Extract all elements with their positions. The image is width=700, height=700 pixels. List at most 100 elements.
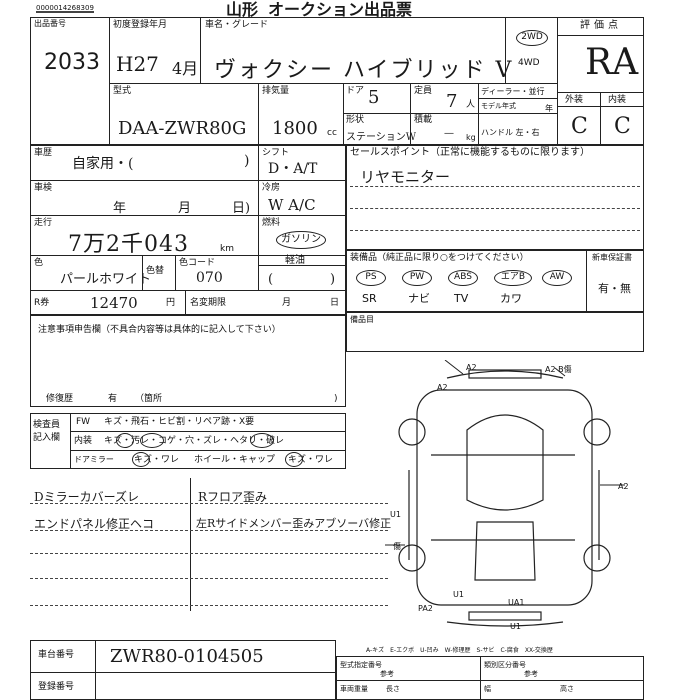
usage-label: 車歴 bbox=[34, 148, 53, 158]
diagram-mark-rear-pa2: PA2 bbox=[418, 604, 433, 613]
car-diagram bbox=[385, 360, 625, 627]
equipment-option-1: PS bbox=[356, 270, 386, 286]
first-reg-year: H27 bbox=[116, 52, 159, 76]
doors-value: 5 bbox=[368, 87, 380, 108]
diagram-mark-rear-ua1: UA1 bbox=[508, 598, 525, 607]
equipment-option-2: PW bbox=[402, 270, 432, 286]
mileage-unit: km bbox=[220, 244, 234, 254]
check-wheel-circle bbox=[285, 452, 303, 467]
sales-point-value: リヤモニター bbox=[360, 168, 451, 186]
spec-width: 幅 bbox=[484, 685, 491, 693]
equipment-option-row2-3: TV bbox=[454, 292, 469, 305]
spec-class-ref: 参考 bbox=[524, 670, 538, 678]
warranty-value: 有・無 bbox=[598, 282, 631, 295]
inspection-month: 月 bbox=[178, 201, 192, 216]
diagram-mark-rear-u1: U1 bbox=[510, 622, 521, 631]
displacement-unit: cc bbox=[327, 128, 337, 138]
check-interior-shift-circle bbox=[250, 433, 274, 448]
car-name: ヴォクシー ハイブリッド V bbox=[214, 58, 514, 83]
notes-label: 注意事項申告欄（不具合内容等は具体的に記入して下さい） bbox=[38, 325, 281, 335]
shape-label: 形状 bbox=[346, 115, 365, 125]
checklist-label-1: 検査員 bbox=[33, 420, 61, 430]
fuel-paren-close: ) bbox=[330, 272, 336, 287]
repair-label: 修復歴 bbox=[46, 394, 74, 404]
check-interior-key: 内装 bbox=[74, 436, 93, 446]
registration-label: 登録番号 bbox=[38, 682, 75, 692]
usage-close: ) bbox=[244, 153, 250, 169]
load-value: — bbox=[444, 128, 454, 139]
remark-right-1: Rフロア歪み bbox=[198, 490, 268, 504]
equipment-label: 装備品（純正品に限り○をつけてください） bbox=[350, 253, 529, 263]
name-change-month: 月 bbox=[282, 298, 292, 308]
diagram-mark-left-scratch: 傷 bbox=[393, 542, 401, 551]
model-value: DAA-ZWR80G bbox=[118, 118, 247, 139]
recycle-label: R券 bbox=[34, 298, 50, 308]
diagram-mark-front-a2-right: A2 B傷 bbox=[545, 365, 572, 374]
spec-type-ref: 参考 bbox=[380, 670, 394, 678]
chassis-label: 車台番号 bbox=[38, 650, 75, 660]
check-interior-dirt-circle bbox=[140, 433, 164, 448]
remark-left-2: エンドパネル修正ヘコ bbox=[34, 517, 155, 531]
capacity-label: 定員 bbox=[414, 86, 433, 96]
color-change-label: 色替 bbox=[146, 266, 165, 276]
color-value: パールホワイト bbox=[60, 272, 152, 287]
barcode bbox=[36, 11, 94, 16]
header-badge: 山形 bbox=[226, 0, 259, 19]
load-label: 積載 bbox=[414, 115, 433, 125]
inspection-label: 車検 bbox=[34, 183, 53, 193]
spec-type-no: 型式指定番号 bbox=[340, 661, 382, 669]
fuel-gasoline-circled: ガソリン bbox=[276, 231, 326, 249]
car-name-label: 車名・グレード bbox=[205, 20, 269, 30]
first-reg-month: 4月 bbox=[172, 59, 199, 78]
repair-place: （箇所 bbox=[135, 394, 163, 404]
diagram-mark-right-a2: A2 bbox=[618, 482, 629, 491]
equipment-option-3: ABS bbox=[448, 270, 478, 286]
equipment-option-row2-2: ナビ bbox=[408, 292, 430, 305]
check-fw-items: キズ・飛石・ヒビ割・リペア跡・X要 bbox=[104, 417, 255, 427]
middle-left-frame bbox=[30, 145, 346, 315]
model-label: 型式 bbox=[113, 86, 132, 96]
doors-label: ドア bbox=[346, 86, 365, 96]
check-wheel-key: ホイール・キャップ bbox=[194, 455, 276, 465]
aircon-label: 冷房 bbox=[262, 183, 281, 193]
dealer-label: ディーラー・並行 bbox=[481, 87, 545, 96]
new-warranty-label: 新車保証書 bbox=[592, 253, 632, 262]
mileage-label: 走行 bbox=[34, 218, 53, 228]
accessories-label: 備品目 bbox=[350, 315, 374, 324]
fuel-diesel: 軽油 bbox=[285, 255, 305, 266]
model-year-label: モデル年式 bbox=[481, 102, 516, 110]
grade-value: RA bbox=[585, 42, 639, 83]
grade-label: 評価点 bbox=[580, 20, 622, 31]
color-code-value: 070 bbox=[196, 270, 223, 286]
equipment-frame bbox=[346, 250, 644, 312]
diagram-mark-rear-u1-left: U1 bbox=[453, 590, 464, 599]
grade-ext-label: 外装 bbox=[565, 95, 584, 105]
first-reg-label: 初度登録年月 bbox=[113, 20, 168, 30]
sales-point-frame bbox=[346, 145, 644, 250]
header-title: オークション出品票 bbox=[268, 0, 413, 19]
name-change-day: 日 bbox=[330, 298, 340, 308]
sales-point-label: セールスポイント（正常に機能するものに限ります） bbox=[350, 147, 590, 158]
check-interior-items: キズ・汚レ・コゲ・穴・ズレ・ヘタリ・破レ bbox=[104, 436, 285, 446]
lot-number: 2033 bbox=[44, 50, 100, 75]
fuel-paren-open: ( bbox=[268, 272, 274, 287]
drive-4wd: 4WD bbox=[518, 58, 540, 68]
grade-int-value: C bbox=[614, 114, 631, 139]
spec-length: 長さ bbox=[386, 685, 400, 693]
grade-int-label: 内装 bbox=[608, 95, 627, 105]
usage-value: 自家用・( bbox=[72, 156, 134, 172]
color-label: 色 bbox=[34, 258, 44, 268]
color-code-label: 色コード bbox=[179, 258, 216, 268]
check-fw-key: FW bbox=[76, 417, 91, 427]
top-frame bbox=[30, 17, 644, 145]
equipment-option-5: AW bbox=[542, 270, 572, 286]
check-mirror-key: ドアミラー bbox=[74, 455, 114, 464]
checklist-frame bbox=[30, 413, 346, 469]
recycle-value: 12470 bbox=[90, 294, 138, 312]
inspection-year: 年 bbox=[113, 201, 127, 216]
diagram-mark-front-a2-left: A2 bbox=[466, 363, 477, 372]
name-change-label: 名変期限 bbox=[190, 298, 227, 308]
checklist-label-2: 記入欄 bbox=[33, 433, 61, 443]
lot-number-label: 出品番号 bbox=[34, 19, 66, 28]
grade-ext-value: C bbox=[571, 114, 588, 139]
